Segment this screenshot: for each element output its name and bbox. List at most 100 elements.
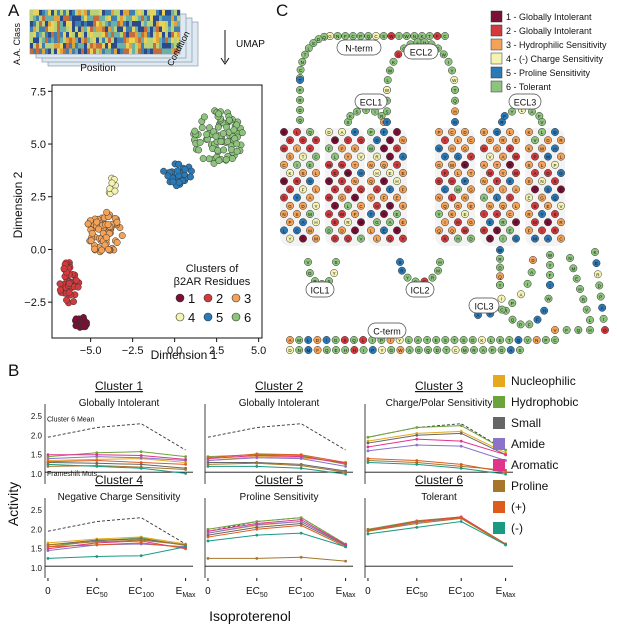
residue-letter: M xyxy=(533,237,537,242)
residue-bead xyxy=(493,160,501,169)
residue-letter: S xyxy=(488,187,491,192)
heatmap-cell xyxy=(48,48,51,54)
heatmap-cell xyxy=(66,10,69,16)
heatmap-cell xyxy=(162,32,165,38)
residue-bead xyxy=(435,144,443,153)
heatmap-cell xyxy=(114,10,117,16)
residue-bead xyxy=(344,169,352,177)
residue-bead xyxy=(306,160,314,169)
heatmap-cell xyxy=(75,26,78,32)
heatmap-cell xyxy=(120,48,123,54)
residue-letter: D xyxy=(546,138,550,143)
residue-letter: H xyxy=(588,328,591,333)
region-label: C-term xyxy=(367,322,407,339)
heatmap-cell xyxy=(132,32,135,38)
residue-letter: N xyxy=(336,34,339,39)
heatmap-cell xyxy=(30,43,33,49)
residue-bead xyxy=(386,152,394,161)
residue-bead xyxy=(433,346,442,354)
residue-letter: E xyxy=(333,220,336,225)
residue-letter: P xyxy=(599,295,602,300)
residue-bead xyxy=(508,299,517,307)
heatmap-cell xyxy=(171,43,174,49)
residue-letter: W xyxy=(540,146,545,151)
residue-bead xyxy=(486,201,494,210)
residue-letter: A xyxy=(476,313,479,318)
residue-point xyxy=(74,283,82,291)
residue-letter: H xyxy=(553,146,556,151)
heatmap-cell xyxy=(39,48,42,54)
residue-bead xyxy=(497,346,506,354)
series-point xyxy=(504,543,507,547)
residue-letter: W xyxy=(548,253,553,258)
scatter-legend-swatch xyxy=(175,312,185,322)
residue-letter: D xyxy=(603,328,607,333)
residue-bead xyxy=(378,346,386,354)
residue-bead xyxy=(512,169,520,177)
series-point xyxy=(139,463,143,466)
residue-letter: R xyxy=(582,297,586,302)
series-point xyxy=(255,525,259,529)
residue-letter: S xyxy=(343,338,346,343)
residue-bead xyxy=(467,201,475,210)
residue-letter: D xyxy=(308,271,312,276)
residue-bead xyxy=(487,336,495,344)
heatmap-cell xyxy=(132,15,135,21)
heatmap-cell xyxy=(141,43,144,49)
heatmap-cell xyxy=(159,10,162,16)
residue-bead xyxy=(512,136,520,145)
x-tick-sub: 100 xyxy=(302,592,314,599)
residue-letter: L xyxy=(308,46,311,51)
residue-letter: D xyxy=(288,138,292,143)
residue-letter: M xyxy=(436,269,440,274)
series-line xyxy=(367,438,506,456)
heatmap-cell xyxy=(48,15,51,21)
heatmap-cell xyxy=(105,37,108,43)
residue-letter: D xyxy=(317,37,321,42)
heatmap-cell xyxy=(129,15,132,21)
heatmap-cell xyxy=(84,21,87,27)
heatmap-cell xyxy=(144,43,147,49)
residue-letter: C xyxy=(454,348,458,353)
heatmap-cell xyxy=(114,15,117,21)
cluster-subtitle: Globally Intolerant xyxy=(79,398,160,409)
residue-letter: P xyxy=(353,130,356,135)
residue-letter: V xyxy=(553,328,556,333)
residue-bead xyxy=(367,144,375,153)
residue-letter: Q xyxy=(352,338,356,343)
heatmap-cell xyxy=(156,15,159,21)
residue-letter: E xyxy=(401,220,404,225)
heatmap-cell xyxy=(99,21,102,27)
heatmap-cell xyxy=(39,26,42,32)
residue-letter: Q xyxy=(437,228,441,233)
heatmap-cell xyxy=(156,48,159,54)
residue-bead xyxy=(293,160,301,169)
cluster6-mean-line xyxy=(367,423,506,451)
residue-bead xyxy=(525,210,533,218)
residue-bead xyxy=(454,234,462,243)
residue-letter: Y xyxy=(501,171,504,176)
series-point xyxy=(206,535,210,539)
residue-bead xyxy=(393,210,401,218)
heatmap-cell xyxy=(165,37,168,43)
residue-bead xyxy=(572,274,581,283)
heatmap-cell xyxy=(177,26,180,32)
x-tick-main: EC xyxy=(448,586,462,597)
residue-letter: Y xyxy=(288,237,291,242)
residue-bead xyxy=(332,346,340,354)
residue-letter: R xyxy=(498,257,502,262)
heatmap-cell xyxy=(72,26,75,32)
heatmap-cell xyxy=(126,32,129,38)
heatmap-cell xyxy=(84,26,87,32)
residue-bead xyxy=(467,152,475,161)
residue-bead xyxy=(344,136,352,145)
residue-bead xyxy=(331,336,340,344)
heatmap-cell xyxy=(144,15,147,21)
residue-point xyxy=(196,138,204,146)
residue-letter: R xyxy=(527,212,531,217)
residue-bead xyxy=(357,136,365,145)
residue-point xyxy=(230,126,238,134)
series-point xyxy=(206,461,210,464)
heatmap-cell xyxy=(123,43,126,49)
heatmap-cell xyxy=(54,21,57,27)
